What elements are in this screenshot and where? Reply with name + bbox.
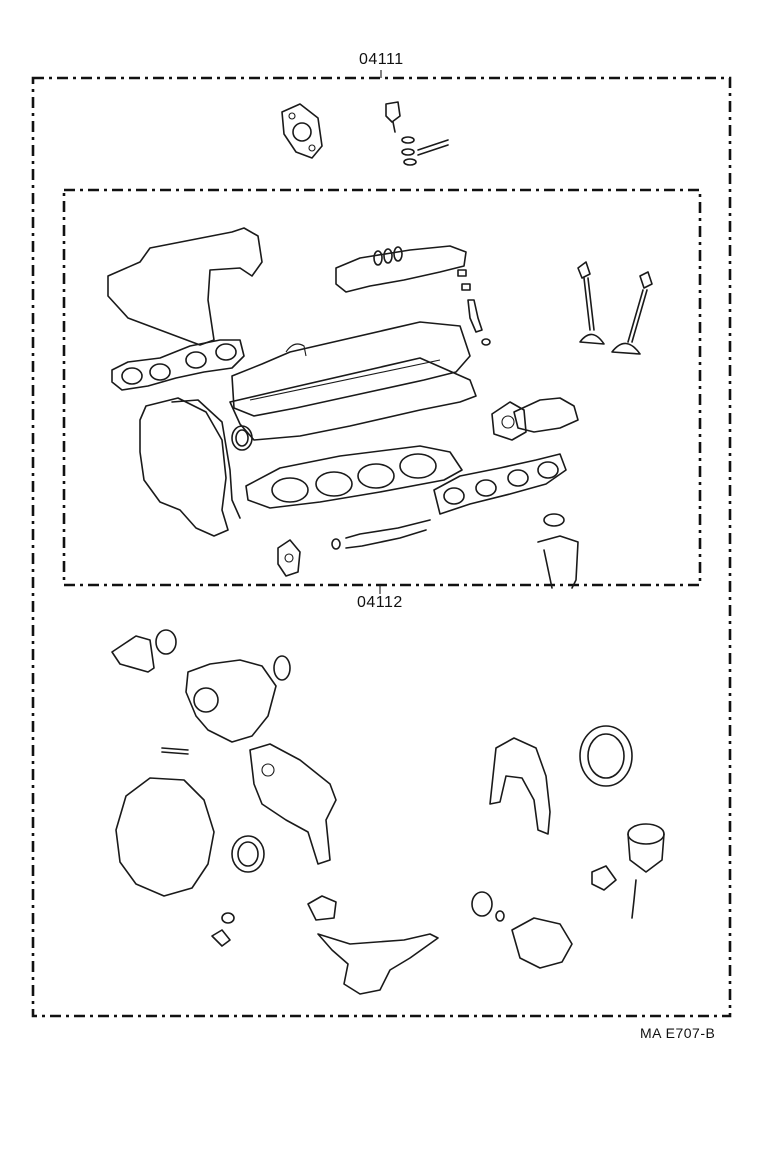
head-cover-gasket: [229, 357, 477, 441]
oil-seal-front: [231, 835, 265, 873]
egr-valve-gasket: [277, 539, 301, 577]
egr-valve-gasket-small: [591, 865, 617, 891]
timing-cover-seal-ring: [231, 425, 253, 451]
oil-pump-gasket: [249, 743, 337, 865]
oil-strainer-gasket: [307, 895, 337, 921]
fuel-rail-injectors: [335, 245, 491, 346]
exhaust-valve: [611, 271, 653, 355]
water-outlet-housing: [513, 397, 579, 433]
outer-kit-part-number: 04111: [359, 51, 404, 68]
oil-filter-seal: [471, 891, 505, 922]
timing-belt-cover-no1: [139, 397, 241, 537]
pcv-valve-and-hose: [385, 101, 449, 166]
rear-oil-seal: [579, 725, 633, 787]
oil-pan-gasket: [489, 737, 551, 835]
inner-kit-part-number: 04112: [357, 594, 403, 611]
intake-valve: [577, 261, 605, 345]
inner-kit-boundary: [62, 188, 702, 587]
figure-reference-code: MA E707-B: [640, 1025, 716, 1041]
water-outlet-gasket: [491, 401, 527, 441]
exhaust-manifold-gasket: [433, 453, 567, 515]
cylinder-head-cover: [231, 321, 471, 417]
outer-kit-boundary: [31, 76, 732, 1018]
egr-pipe: [331, 519, 431, 550]
drain-plug-washer: [211, 912, 235, 947]
intake-manifold-gasket: [111, 339, 245, 391]
oil-strainer: [317, 933, 439, 995]
exhaust-pipe-gasket: [537, 513, 579, 589]
egr-modulator: [627, 823, 665, 919]
vacuum-pump: [511, 917, 573, 969]
timing-cover-no2: [115, 777, 215, 897]
intake-air-connector: [107, 227, 263, 346]
throttle-body-gasket: [281, 103, 323, 159]
water-inlet-housing: [111, 629, 177, 673]
water-pump: [185, 655, 291, 743]
stud-bolt: [161, 747, 189, 755]
cylinder-head-gasket: [245, 445, 463, 509]
